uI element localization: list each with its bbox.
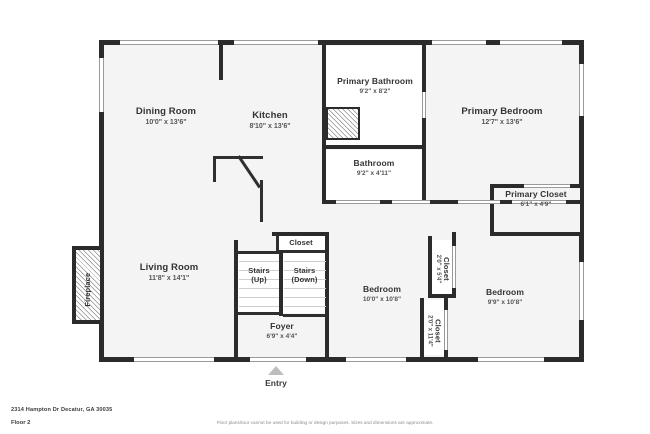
stair-tread	[284, 261, 326, 262]
door-entry	[250, 357, 306, 362]
property-address: 2314 Hampton Dr Decatur, GA 30035	[11, 407, 113, 413]
window-top-primary-b	[500, 40, 562, 45]
interior-wall-closet-right-mid	[428, 294, 456, 298]
entry-marker[interactable]: Entry	[263, 366, 289, 392]
interior-wall-stairs-top	[272, 232, 329, 236]
fill-closet-right-bot	[424, 300, 444, 355]
interior-wall-stairs-up-bottom	[238, 312, 280, 315]
door-primary-bathroom	[422, 92, 426, 118]
interior-wall-kitchen-jog-v	[213, 156, 216, 182]
triangle-up-icon	[268, 366, 284, 375]
door-closet-right-bot	[444, 310, 448, 350]
stair-tread	[284, 297, 326, 298]
stair-tread	[239, 261, 279, 262]
interior-wall-stairs-divider	[279, 250, 283, 316]
window-bottom-bedroom-right	[478, 357, 544, 362]
interior-wall-stairs-down-bottom	[283, 314, 327, 317]
interior-wall-kitchen-drop	[260, 180, 263, 222]
interior-wall-stairs-left	[234, 240, 238, 360]
window-bottom-living-room	[134, 357, 214, 362]
door-bathroom-hall	[336, 200, 380, 204]
fireplace-hatch	[76, 250, 100, 320]
disclaimer-text: Floor plans/tour cannot be used for buil…	[216, 420, 434, 425]
fill-bathroom	[326, 150, 426, 202]
interior-wall-stairs-up-top	[238, 251, 280, 254]
window-top-kitchen	[234, 40, 318, 45]
stair-tread	[239, 288, 279, 289]
interior-wall-closet-bottom	[276, 250, 326, 253]
floor-plan-canvas[interactable]: Fireplace Dining Room 10'0" x 13'6" Kitc…	[0, 0, 650, 400]
exterior-wall-top	[99, 40, 584, 45]
fill-stairs-up	[238, 253, 280, 313]
stair-tread	[239, 279, 279, 280]
stair-tread	[284, 270, 326, 271]
room-fill-primary-closet	[492, 186, 582, 234]
window-top-dining	[120, 40, 218, 45]
stair-tread	[284, 306, 326, 307]
fill-closet-right-top	[432, 240, 452, 296]
interior-wall-bath-left	[322, 44, 326, 204]
window-right-bedroom	[579, 262, 584, 320]
window-top-primary-a	[432, 40, 486, 45]
stair-tread	[284, 288, 326, 289]
interior-wall-closet-right-bot-left	[420, 298, 424, 358]
fill-closet-upper	[276, 236, 325, 252]
stair-tread	[239, 270, 279, 271]
fixture-hatch-primary-bathroom	[326, 107, 360, 140]
fill-stairs-down	[283, 253, 325, 313]
stair-tread	[239, 306, 279, 307]
entry-label: Entry	[265, 378, 287, 388]
closet-bumpout-wall-left	[490, 184, 494, 236]
interior-wall-mid-horizontal	[322, 200, 584, 204]
window-bottom-bedroom-center	[346, 357, 406, 362]
window-left-dining	[99, 58, 104, 112]
interior-wall-closet-left	[276, 236, 279, 252]
floor-label: Floor 2	[11, 420, 31, 426]
window-right-primary-bedroom	[579, 64, 584, 116]
interior-wall-closet-right-top-left	[428, 236, 432, 298]
door-hall-b	[458, 200, 500, 204]
exterior-wall-bottom	[99, 357, 584, 362]
door-primary-closet	[524, 184, 570, 188]
closet-bumpout-wall-right	[580, 184, 584, 236]
door-hall-c	[512, 200, 566, 204]
footer: 2314 Hampton Dr Decatur, GA 30035 Floor …	[0, 400, 650, 434]
interior-wall-dining-kitchen	[219, 44, 223, 80]
door-hall-a	[392, 200, 430, 204]
stair-tread	[239, 297, 279, 298]
door-closet-right-top	[452, 246, 456, 288]
stair-tread	[284, 279, 326, 280]
interior-wall-bath-right	[422, 44, 426, 204]
interior-wall-stairs-right	[325, 232, 329, 360]
interior-wall-between-baths	[322, 145, 426, 149]
closet-bumpout-wall-bottom	[490, 232, 584, 236]
exterior-wall-left	[99, 40, 104, 362]
